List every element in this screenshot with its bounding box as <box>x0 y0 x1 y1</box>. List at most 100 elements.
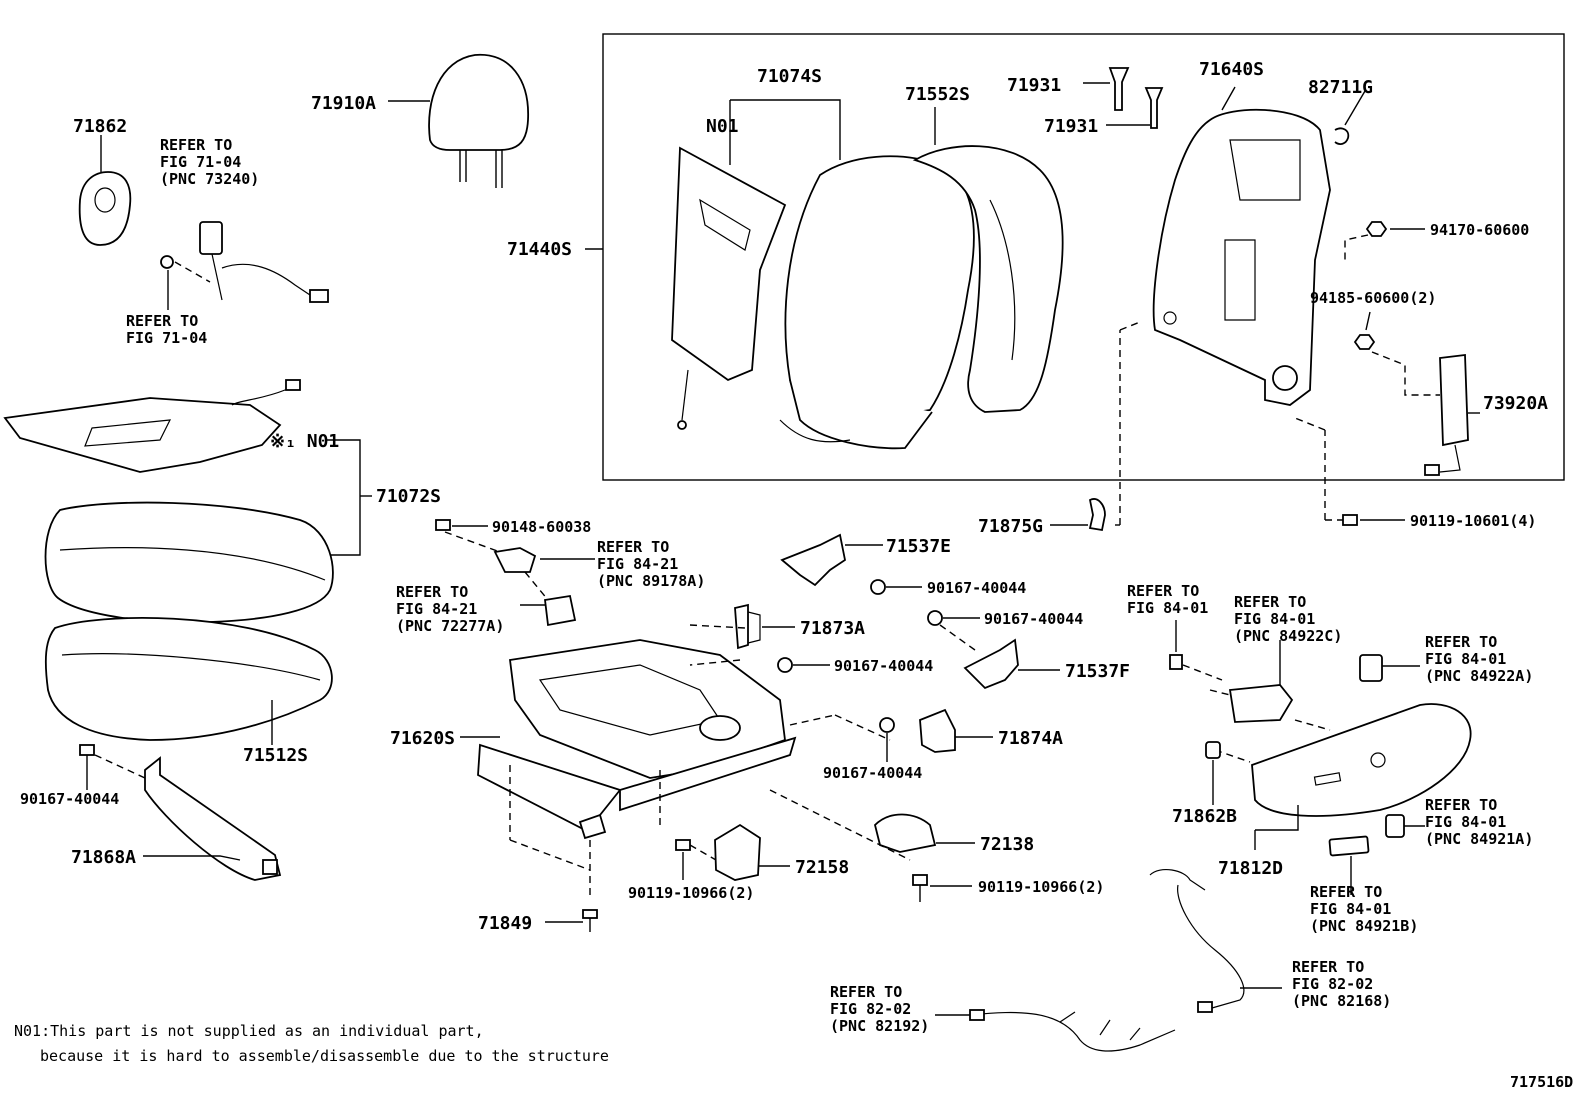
refer-71-04b-line1: REFER TO <box>126 312 198 330</box>
seatback-cover-part[interactable] <box>912 145 1064 413</box>
label-94185: 94185-60600(2) <box>1310 289 1436 307</box>
label-71875g: 71875G <box>978 516 1043 537</box>
seatback-n01-plate[interactable] <box>671 146 787 430</box>
seat-cushion-cover-part[interactable] <box>44 501 334 624</box>
refer-84-21b-line1: REFER TO <box>396 583 468 601</box>
nut-94170-part[interactable] <box>1365 221 1388 237</box>
label-71931-a: 71931 <box>1007 75 1061 96</box>
bolt-90167-b[interactable] <box>927 610 943 626</box>
cover-72158-part[interactable] <box>714 823 761 881</box>
label-90167-a: 90167-40044 <box>927 579 1026 597</box>
refer-84-01e-line3: (PNC 84921B) <box>1310 917 1418 935</box>
knob-84921b-part[interactable] <box>1328 835 1370 857</box>
label-71072s: 71072S <box>376 486 441 507</box>
label-71910a: 71910A <box>311 93 376 114</box>
label-71537f: 71537F <box>1065 661 1130 682</box>
label-n01-cushion: ※₁ N01 <box>270 431 339 452</box>
refer-84-01c-line1: REFER TO <box>1425 633 1497 651</box>
label-71849: 71849 <box>478 913 532 934</box>
bracket-71873a-part[interactable] <box>734 603 761 650</box>
label-90119-10966-b: 90119-10966(2) <box>978 878 1104 896</box>
label-71552s: 71552S <box>905 84 970 105</box>
cushion-n01-mat[interactable] <box>3 379 301 473</box>
bolt-90119-b[interactable] <box>912 874 928 902</box>
bolt-90119-a[interactable] <box>675 839 691 851</box>
refer-71-04-line3: (PNC 73240) <box>160 170 259 188</box>
label-82711g: 82711G <box>1308 77 1373 98</box>
refer-84-21b-line2: FIG 84-21 <box>396 600 477 618</box>
side-shield-cover-part[interactable] <box>144 756 282 881</box>
refer-82-02b-line2: FIG 82-02 <box>830 1000 911 1018</box>
switch-84922c-part[interactable] <box>1228 684 1294 723</box>
seat-cushion-pad-part[interactable] <box>44 617 333 741</box>
footnote-line1: N01:This part is not supplied as an indi… <box>14 1022 484 1040</box>
label-90167-d: 90167-40044 <box>823 764 922 782</box>
knob-84921a-part[interactable] <box>1385 814 1405 838</box>
headrest-support-part[interactable] <box>1108 67 1164 129</box>
cover-72138-part[interactable] <box>874 813 937 853</box>
seat-adjuster-part[interactable] <box>477 639 797 840</box>
label-90167-e: 90167-40044 <box>20 790 119 808</box>
label-90148: 90148-60038 <box>492 518 591 536</box>
bolt-71849-part[interactable] <box>582 909 598 932</box>
label-71640s: 71640S <box>1199 59 1264 80</box>
refer-84-21a-line2: FIG 84-21 <box>597 555 678 573</box>
label-90119-10966-a: 90119-10966(2) <box>628 884 754 902</box>
label-94170: 94170-60600 <box>1430 221 1529 239</box>
label-90167-c: 90167-40044 <box>834 657 933 675</box>
wire-harness-part[interactable] <box>969 868 1245 1052</box>
label-90119-10601: 90119-10601(4) <box>1410 512 1536 530</box>
label-71874a: 71874A <box>998 728 1063 749</box>
refer-84-01d-line2: FIG 84-01 <box>1425 813 1506 831</box>
knob-84922a-part[interactable] <box>1359 654 1383 682</box>
refer-84-01c-line3: (PNC 84922A) <box>1425 667 1533 685</box>
bolt-90167-d[interactable] <box>879 717 895 733</box>
seat-cover-cap-part[interactable] <box>78 171 132 246</box>
label-71862b: 71862B <box>1172 806 1237 827</box>
clip-71875g-part[interactable] <box>1088 498 1106 532</box>
nut-94185-part[interactable] <box>1353 334 1376 350</box>
refer-71-04b-line2: FIG 71-04 <box>126 329 207 347</box>
bolt-90167-c[interactable] <box>777 657 793 673</box>
label-71074s: 71074S <box>757 66 822 87</box>
headrest-part[interactable] <box>428 54 529 188</box>
side-shield-71812d-part[interactable] <box>1251 703 1472 817</box>
refer-84-21a-line3: (PNC 89178A) <box>597 572 705 590</box>
refer-71-04-line2: FIG 71-04 <box>160 153 241 171</box>
side-airbag-part[interactable] <box>1424 353 1469 476</box>
refer-82-02a-line2: FIG 82-02 <box>1292 975 1373 993</box>
seatback-assembly-box <box>602 33 1565 481</box>
label-71512s: 71512S <box>243 745 308 766</box>
refer-82-02b-line3: (PNC 82192) <box>830 1017 929 1035</box>
refer-84-01d-line3: (PNC 84921A) <box>1425 830 1533 848</box>
seatbelt-buckle-part[interactable] <box>160 221 329 303</box>
refer-84-21a-line1: REFER TO <box>597 538 669 556</box>
refer-84-01a-line2: FIG 84-01 <box>1127 599 1208 617</box>
clip-82711g-part[interactable] <box>1334 127 1350 145</box>
seatback-frame-part[interactable] <box>1152 108 1331 406</box>
connector-89178a-part[interactable] <box>493 547 537 573</box>
refer-84-21b-line3: (PNC 72277A) <box>396 617 504 635</box>
label-90167-b: 90167-40044 <box>984 610 1083 628</box>
bracket-71874a-part[interactable] <box>919 708 956 753</box>
label-71862: 71862 <box>73 116 127 137</box>
seatback-pad-part[interactable] <box>779 155 975 450</box>
bracket-71537f-part[interactable] <box>963 638 1019 690</box>
cap-71862b-part[interactable] <box>1205 741 1221 759</box>
bracket-71537e-part[interactable] <box>780 533 847 587</box>
refer-84-01b-line1: REFER TO <box>1234 593 1306 611</box>
bolt-90167-a[interactable] <box>870 579 886 595</box>
screw-90148-part[interactable] <box>435 519 451 531</box>
refer-84-01e-line1: REFER TO <box>1310 883 1382 901</box>
refer-84-01c-line2: FIG 84-01 <box>1425 650 1506 668</box>
refer-82-02a-line3: (PNC 82168) <box>1292 992 1391 1010</box>
bolt-90119-10601-part[interactable] <box>1342 514 1358 526</box>
connector-72277a-part[interactable] <box>544 594 577 627</box>
refer-71-04-line1: REFER TO <box>160 136 232 154</box>
bolt-90167-left[interactable] <box>79 744 95 772</box>
label-73920a: 73920A <box>1483 393 1548 414</box>
screw-84-01-part[interactable] <box>1169 654 1183 670</box>
footnote-line2: because it is hard to assemble/disassemb… <box>40 1047 609 1065</box>
diagram-code: 717516D <box>1510 1073 1573 1091</box>
